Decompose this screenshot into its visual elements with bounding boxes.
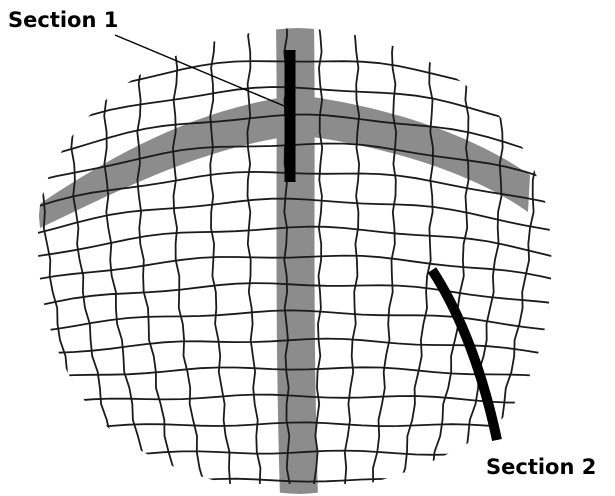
grid-longitude-line bbox=[103, 28, 148, 485]
section-1-label: Section 1 bbox=[8, 8, 118, 32]
grid-latitude-line bbox=[37, 366, 552, 385]
grid-longitude-line bbox=[313, 28, 324, 485]
grid-latitude-line bbox=[37, 170, 552, 219]
grid-longitude-line bbox=[343, 28, 361, 485]
grid-latitude-line bbox=[37, 113, 552, 171]
grid-longitude-line bbox=[372, 28, 398, 485]
grid-longitude-line bbox=[513, 28, 552, 485]
grid-longitude-line bbox=[69, 28, 123, 485]
grid-longitude-line bbox=[209, 28, 231, 485]
grid-longitude-line bbox=[171, 28, 206, 485]
grid-longitude-line bbox=[430, 28, 470, 485]
vertical-gray-band bbox=[276, 28, 318, 494]
section-1-leader-line bbox=[114, 34, 290, 109]
section-2-marker bbox=[427, 267, 502, 442]
grid-longitude-line bbox=[136, 28, 175, 485]
section-2-label: Section 2 bbox=[486, 455, 596, 479]
grid-latitude-line bbox=[37, 393, 552, 408]
grid-latitude-line bbox=[37, 254, 552, 291]
grid-longitude-line bbox=[399, 28, 434, 485]
grid-latitude-line bbox=[37, 225, 552, 266]
grid-longitude-line bbox=[246, 28, 262, 485]
grid-latitude-line bbox=[37, 197, 552, 241]
grid-latitude-line bbox=[37, 337, 552, 361]
horizontal-gray-band bbox=[38, 95, 530, 228]
